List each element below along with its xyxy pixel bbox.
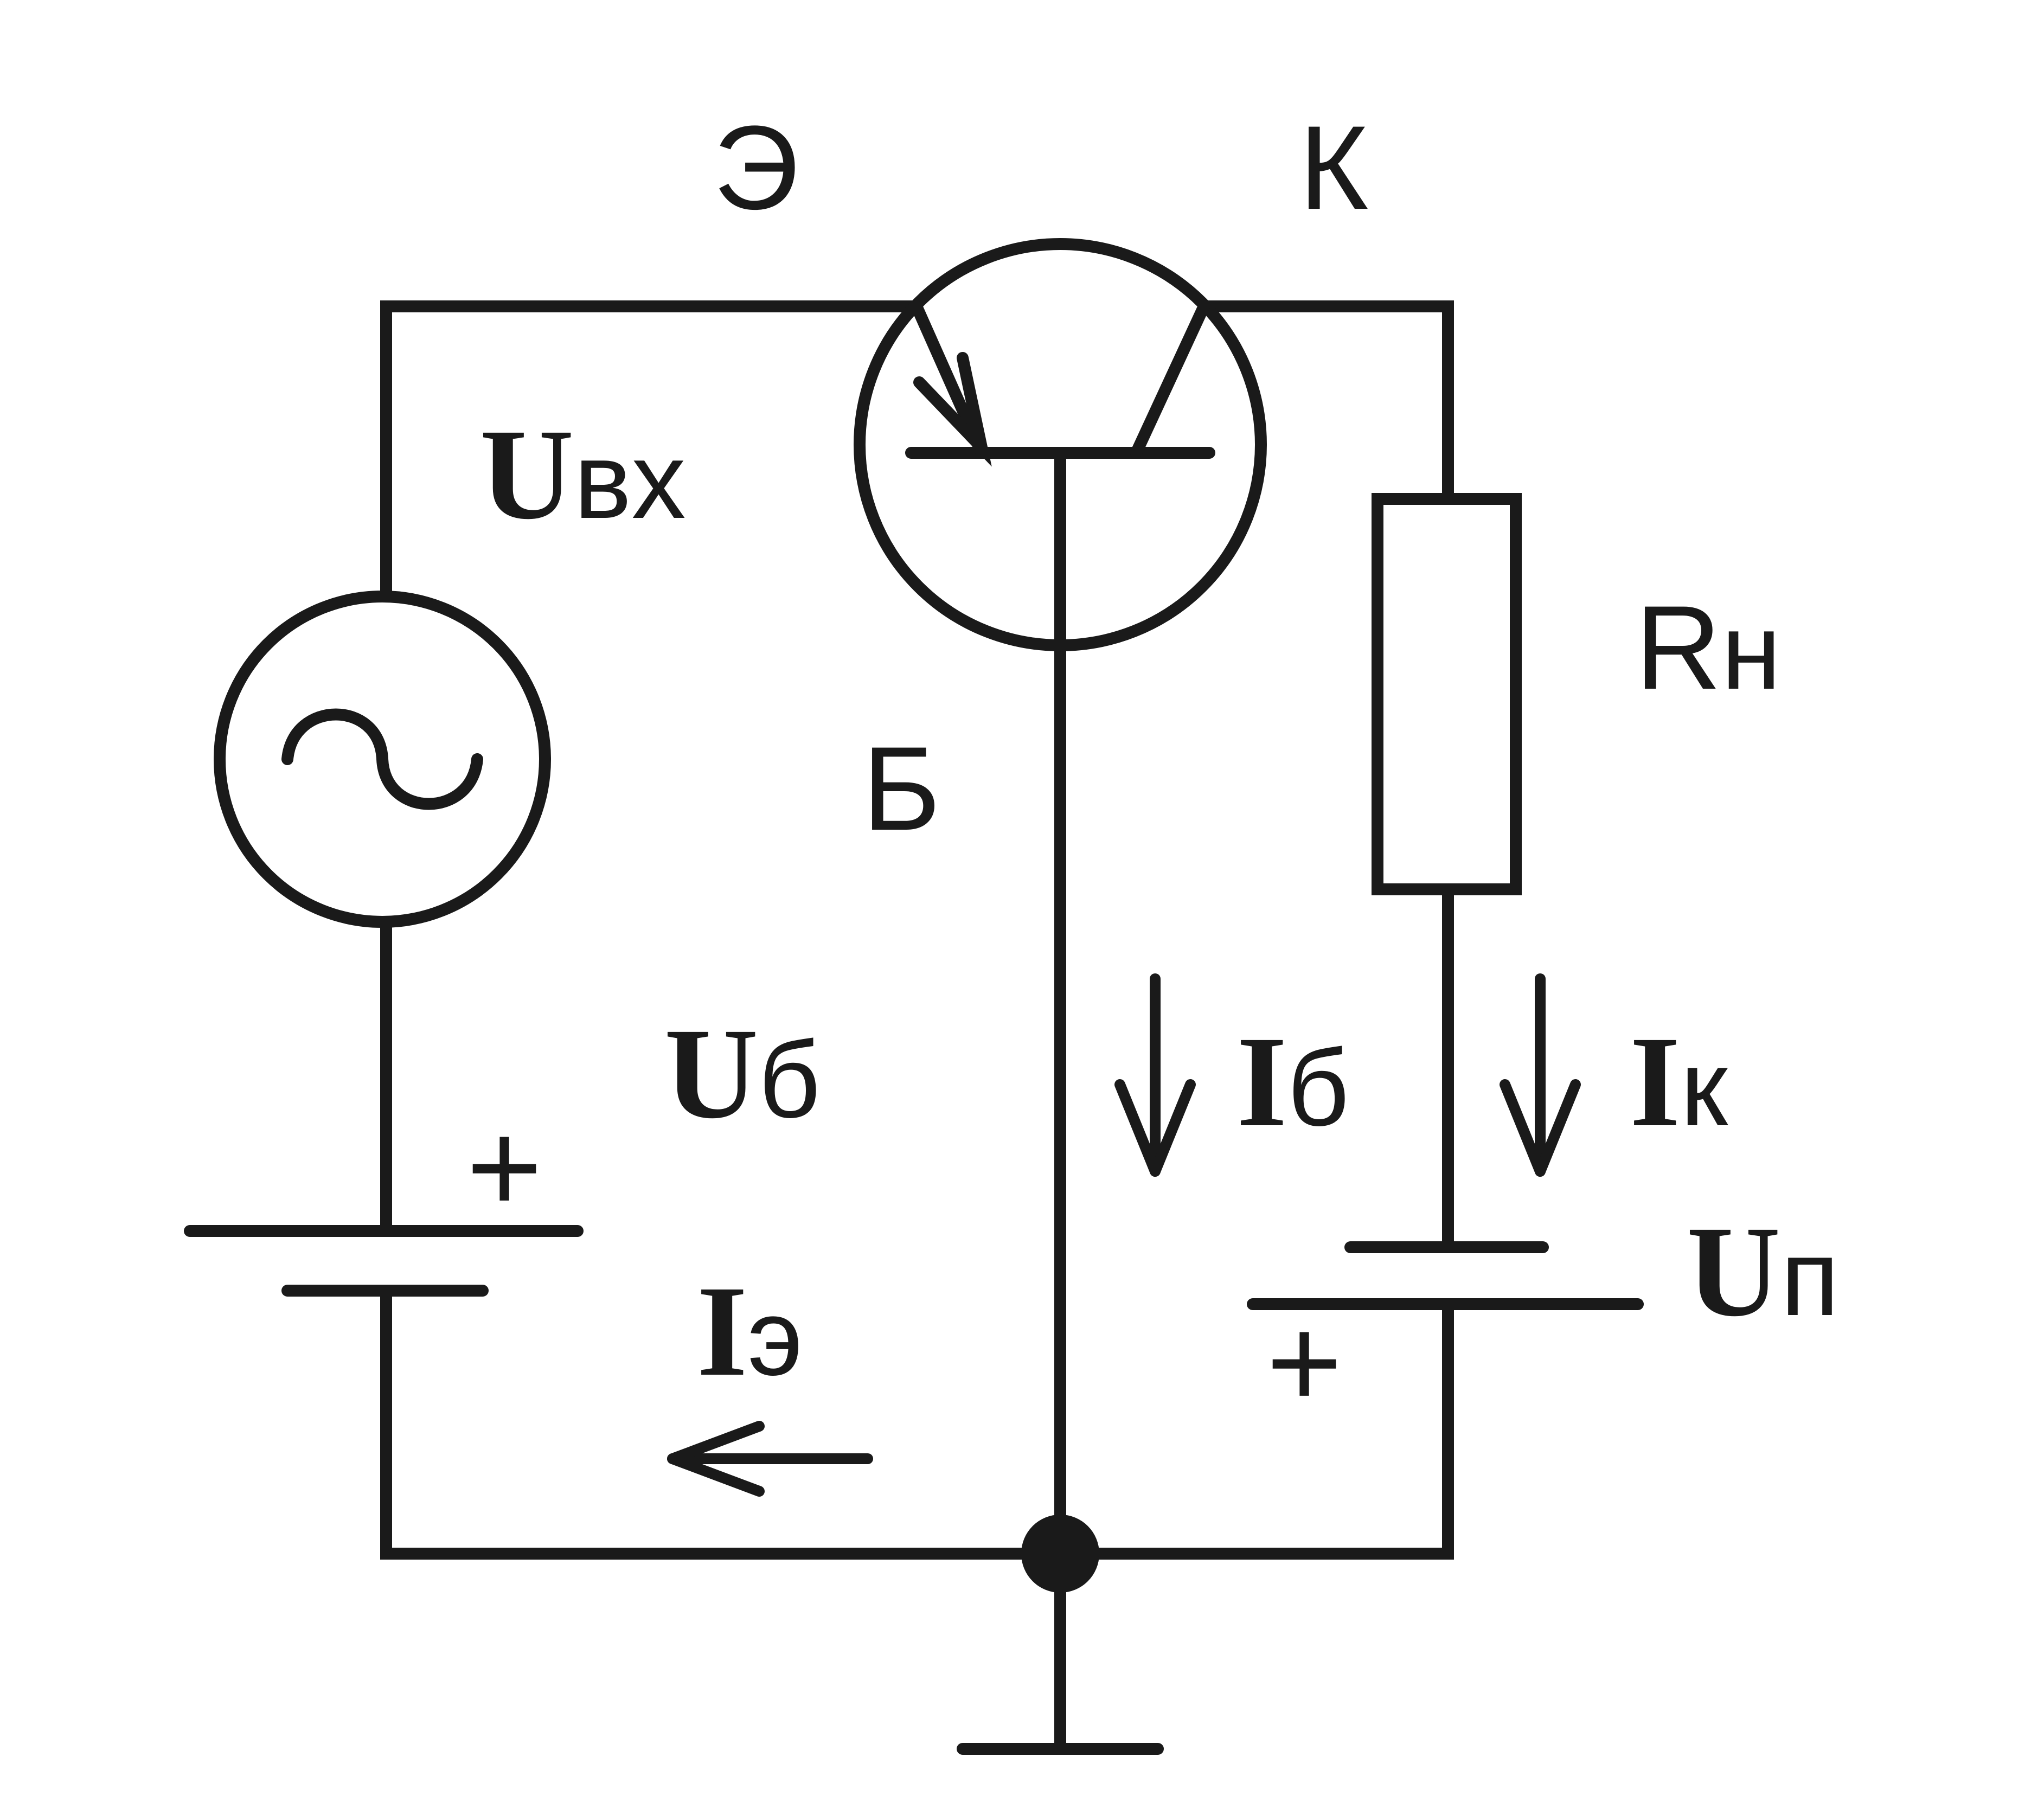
ac-source-circle	[214, 591, 551, 928]
input-voltage-label: Uвх	[480, 402, 686, 546]
transistor-collector-lead	[1130, 300, 1210, 459]
left-loop-wires	[380, 300, 1066, 1560]
base-voltage-label: Uб	[664, 1001, 821, 1145]
plus-sign-right: +	[1266, 1290, 1342, 1435]
emitter-current-label: Iэ	[697, 1259, 803, 1403]
emitter-label: Э	[713, 101, 799, 234]
load-resistance-label: Rн	[1635, 581, 1781, 714]
emitter-arrow-icon	[913, 352, 992, 467]
wire-collector-to-resistor	[1198, 300, 1454, 505]
collector-label: К	[1299, 101, 1368, 234]
supply-battery	[1247, 1241, 1644, 1310]
sine-wave-icon	[281, 708, 483, 810]
base-current-arrow-icon	[1114, 973, 1196, 1177]
wire-supply-to-ground-node	[1054, 1298, 1454, 1560]
base-bias-battery	[184, 1225, 584, 1297]
collector-current-arrow-icon	[1500, 973, 1581, 1177]
collector-current-label: Iк	[1630, 1009, 1728, 1153]
base-label: Б	[862, 722, 940, 855]
load-resistor	[1372, 493, 1522, 895]
plus-sign-left: +	[466, 1094, 542, 1240]
base-current-label: Iб	[1236, 1009, 1349, 1153]
ac-voltage-source	[214, 591, 551, 928]
wire-battery-to-ground-node	[380, 1285, 1066, 1560]
right-loop-wires	[1054, 300, 1454, 1560]
junction-node	[1021, 1515, 1099, 1593]
supply-voltage-label: Uп	[1687, 1199, 1840, 1343]
emitter-current-arrow-icon	[667, 1421, 873, 1497]
wire-emitter-to-left	[380, 300, 922, 602]
